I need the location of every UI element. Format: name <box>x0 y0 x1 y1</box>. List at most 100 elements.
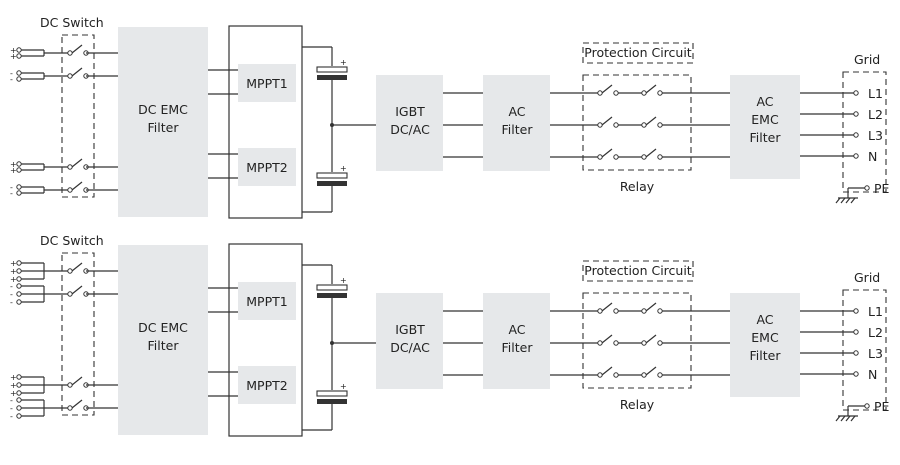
terminal <box>853 371 859 377</box>
terminal <box>613 308 619 314</box>
terminal <box>613 372 619 378</box>
ac-emc-filter-block <box>730 293 800 397</box>
terminal <box>16 382 22 388</box>
dc-switch-label: DC Switch <box>40 15 104 30</box>
igbt-label: DC/AC <box>390 340 430 355</box>
minus-sign: - <box>10 69 13 78</box>
terminal <box>657 372 663 378</box>
ac-filter-label: AC <box>508 104 525 119</box>
grid-line-label: L1 <box>868 86 883 101</box>
protection-circuit-label: Protection Circuit <box>584 263 692 278</box>
switch-blade <box>645 302 657 312</box>
grid-line-label: L3 <box>868 346 883 361</box>
switch-blade <box>601 302 613 312</box>
terminal <box>67 164 73 170</box>
plus-sign: + <box>10 259 17 268</box>
terminal <box>67 268 73 274</box>
terminal <box>853 329 859 335</box>
minus-sign: - <box>10 75 13 84</box>
switch-blade <box>71 158 83 168</box>
plus-sign: + <box>10 166 17 175</box>
terminal <box>16 167 22 173</box>
terminal <box>16 260 22 266</box>
wire <box>840 415 846 422</box>
diagram-1: DC Switch++--++--DC EMCFilterMPPT1MPPT2+… <box>10 15 890 219</box>
switch-blade <box>601 334 613 344</box>
plus-sign: + <box>10 52 17 61</box>
switch-blade <box>601 84 613 94</box>
ac-emc-label: EMC <box>751 330 779 345</box>
switch-blade <box>71 181 83 191</box>
mppt2-label: MPPT2 <box>246 378 287 393</box>
terminal <box>16 70 22 76</box>
minus-sign: - <box>10 412 13 421</box>
dc-emc-label: Filter <box>148 120 180 135</box>
grid-line-label: L1 <box>868 304 883 319</box>
wire <box>850 197 856 204</box>
terminal <box>613 122 619 128</box>
switch-blade <box>71 262 83 272</box>
terminal <box>641 372 647 378</box>
terminal <box>613 340 619 346</box>
minus-sign: - <box>10 282 13 291</box>
protection-label-box <box>582 42 694 64</box>
wire <box>840 197 846 204</box>
ac-filter-label: Filter <box>502 122 534 137</box>
plus-sign: + <box>10 267 17 276</box>
terminal <box>657 90 663 96</box>
switch-blade <box>71 376 83 386</box>
grid-box <box>842 71 887 193</box>
terminal <box>864 403 870 409</box>
terminal <box>597 372 603 378</box>
grid-line-label: L2 <box>868 107 883 122</box>
dc-emc-label: Filter <box>148 338 180 353</box>
terminal <box>67 291 73 297</box>
terminal <box>641 154 647 160</box>
terminal <box>16 397 22 403</box>
switch-blade <box>645 334 657 344</box>
terminal <box>67 382 73 388</box>
plus-sign: + <box>10 160 17 169</box>
ac-emc-label: AC <box>756 312 773 327</box>
capacitor-plate <box>317 293 347 298</box>
grid-line-label: L2 <box>868 325 883 340</box>
terminal <box>16 291 22 297</box>
terminal <box>67 50 73 56</box>
capacitor-plate <box>317 399 347 404</box>
switch-blade <box>645 116 657 126</box>
dc-emc-filter-block <box>118 245 208 435</box>
terminal <box>16 283 22 289</box>
wire <box>845 197 851 204</box>
grid-line-label: N <box>868 367 877 382</box>
terminal <box>16 268 22 274</box>
terminal <box>657 154 663 160</box>
wire <box>835 415 841 422</box>
igbt-label: IGBT <box>395 104 425 119</box>
relay-box <box>582 74 692 171</box>
protection-circuit-label: Protection Circuit <box>584 45 692 60</box>
terminal <box>613 154 619 160</box>
capacitor-plus-sign: + <box>340 164 347 173</box>
minus-sign: - <box>10 189 13 198</box>
switch-blade <box>645 84 657 94</box>
diagram-2: DC Switch+++---+++---DC EMCFilterMPPT1MP… <box>10 233 890 437</box>
minus-sign: - <box>10 298 13 307</box>
terminal <box>641 122 647 128</box>
terminal <box>67 73 73 79</box>
terminal <box>657 122 663 128</box>
terminal <box>853 153 859 159</box>
ac-emc-label: Filter <box>750 348 782 363</box>
grid-line-label: L3 <box>868 128 883 143</box>
capacitor-plus-sign: + <box>340 382 347 391</box>
dc-switch-label: DC Switch <box>40 233 104 248</box>
mppt1-label: MPPT1 <box>246 76 287 91</box>
switch-blade <box>71 285 83 295</box>
ac-emc-label: Filter <box>750 130 782 145</box>
protection-label-box <box>582 260 694 282</box>
mppt-container <box>228 25 303 219</box>
wire <box>835 197 841 204</box>
ac-emc-label: AC <box>756 94 773 109</box>
ac-emc-label: EMC <box>751 112 779 127</box>
wire <box>845 415 851 422</box>
terminal <box>67 405 73 411</box>
